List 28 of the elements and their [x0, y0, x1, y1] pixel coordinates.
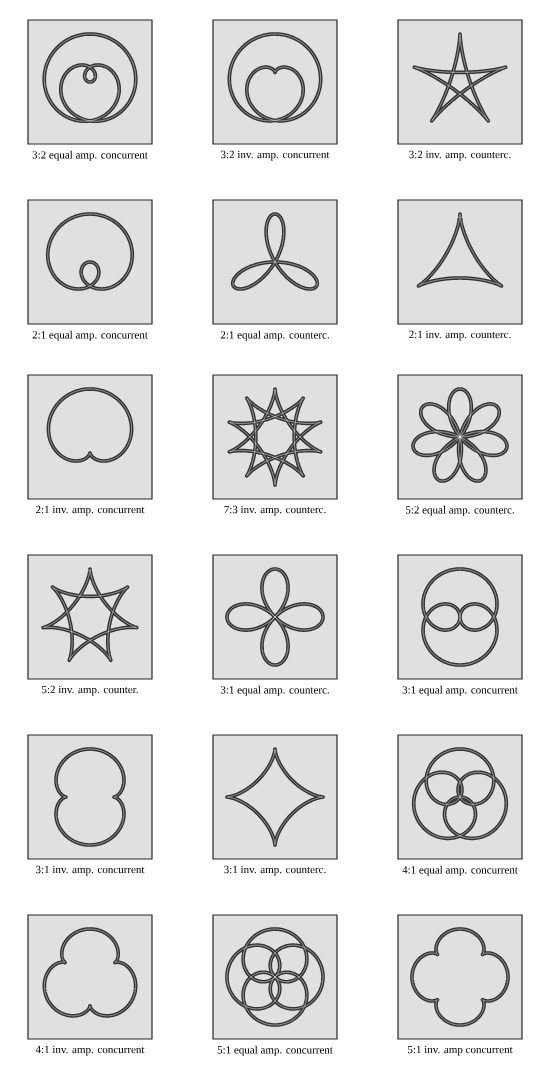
pattern-panel: 4:1 inv. amp. concurrent — [27, 914, 153, 1056]
node-label: 7:3 inv. amp. counterc. — [224, 505, 326, 516]
node-label: 3:1 equal amp. counterc. — [220, 685, 329, 696]
pattern-panel: 2:1 inv. amp. counterc. — [397, 199, 523, 341]
pattern-panel: 5:1 inv. amp concurrent — [397, 914, 523, 1056]
pattern-panel: 2:1 equal amp. counterc. — [212, 199, 338, 341]
node-label: 4:1 equal amp. concurrent — [402, 865, 518, 876]
node-label: 3:1 inv. amp. concurrent — [36, 865, 145, 876]
pattern-panel: 2:1 inv. amp. concurrent — [27, 374, 153, 516]
node-label: 3:1 inv. amp. counterc. — [224, 865, 326, 876]
pattern-panel: 3:1 inv. amp. concurrent — [27, 734, 153, 876]
node-label: 3:2 inv. amp. concurrent — [221, 150, 330, 161]
node-label: 2:1 inv. amp. counterc. — [409, 330, 511, 341]
node-label: 2:1 equal amp. counterc. — [220, 330, 329, 341]
node-label: 3:2 equal amp. concurrent — [32, 150, 148, 161]
node-label: 3:2 inv. amp. counterc. — [409, 150, 511, 161]
node-label: 5:1 inv. amp concurrent — [408, 1045, 513, 1056]
node-label: 2:1 equal amp. concurrent — [32, 330, 148, 341]
pattern-panel: 3:1 equal amp. counterc. — [212, 554, 338, 696]
node-label: 5:2 inv. amp. counter. — [42, 685, 138, 696]
pattern-panel: 3:1 inv. amp. counterc. — [212, 734, 338, 876]
node-label: 3:1 equal amp. concurrent — [402, 685, 518, 696]
pattern-panel: 3:2 inv. amp. counterc. — [397, 19, 523, 161]
node-label: 2:1 inv. amp. concurrent — [36, 505, 145, 516]
node-label: 5:1 equal amp. concurrent — [217, 1045, 333, 1056]
node-label: 4:1 inv. amp. concurrent — [35, 1045, 145, 1056]
node-label: 5:2 equal amp. counterc. — [405, 505, 514, 516]
pattern-panel: 2:1 equal amp. concurrent — [27, 199, 153, 341]
